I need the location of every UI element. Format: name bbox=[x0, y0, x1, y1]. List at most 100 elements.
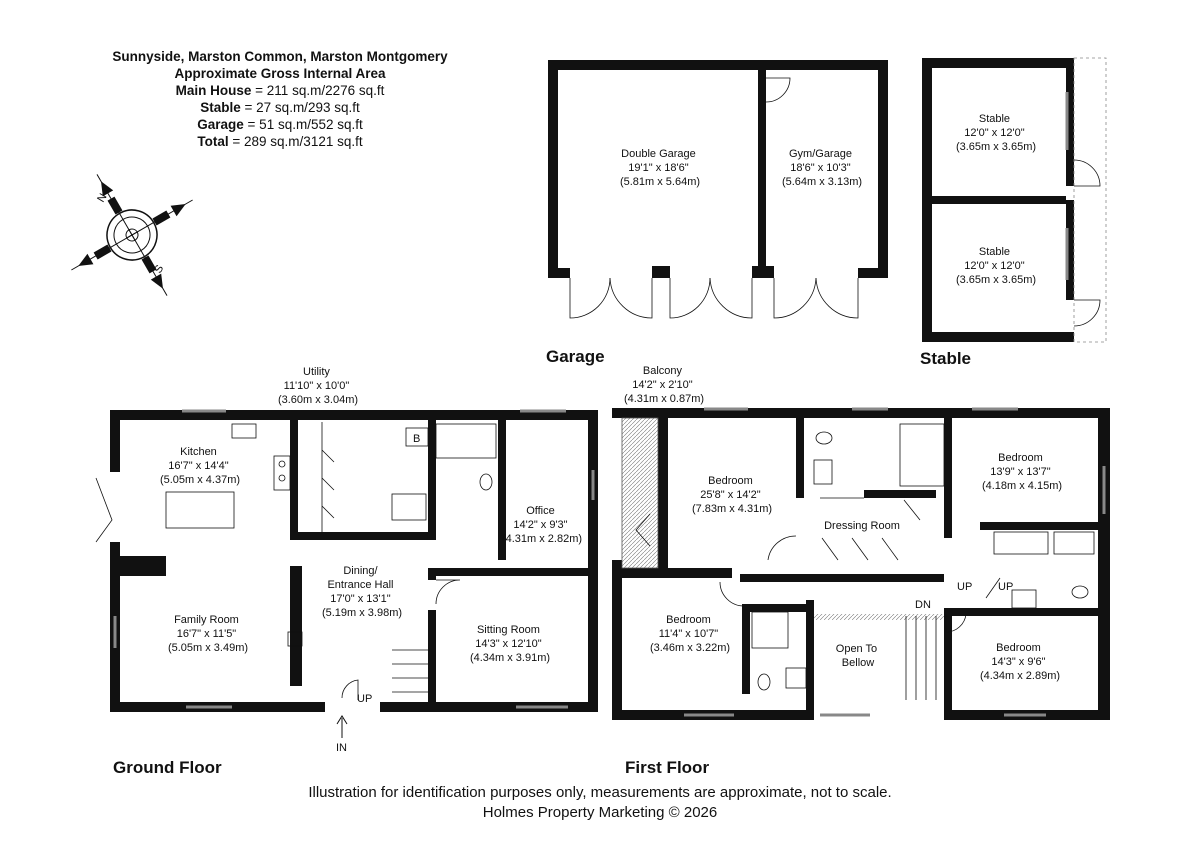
room-dimensions-imperial: 18'6" x 10'3" bbox=[790, 162, 850, 174]
room-dimensions-metric: (7.83m x 4.31m) bbox=[692, 503, 772, 515]
floor-label-first: First Floor bbox=[625, 758, 709, 777]
room-dimensions-metric: (3.65m x 3.65m) bbox=[956, 141, 1036, 153]
room-label-family-room: Family Room 16'7" x 11'5" (5.05m x 3.49m… bbox=[168, 614, 248, 654]
room-name: Sitting Room bbox=[477, 624, 540, 636]
room-name: Stable bbox=[979, 113, 1010, 125]
room-dimensions-metric: (5.05m x 3.49m) bbox=[168, 642, 248, 654]
room-dimensions-imperial: 14'3" x 9'6" bbox=[991, 656, 1045, 668]
room-label-bedroom-4: Bedroom 14'3" x 9'6" (4.34m x 2.89m) bbox=[980, 642, 1060, 682]
room-label-dressing-room: Dressing Room bbox=[824, 520, 900, 532]
room-name: Utility bbox=[303, 366, 330, 378]
area-value: = 289 sq.m/3121 sq.ft bbox=[232, 134, 363, 149]
room-dimensions-imperial: 25'8" x 14'2" bbox=[700, 489, 760, 501]
area-value: = 27 sq.m/293 sq.ft bbox=[244, 100, 360, 115]
room-dimensions-metric: (4.31m x 2.82m) bbox=[502, 533, 582, 545]
garage-doors bbox=[569, 77, 859, 319]
room-dimensions-metric: (5.81m x 5.64m) bbox=[620, 176, 700, 188]
room-label-dining-entrance-hall: Dining/ Entrance Hall 17'0" x 13'1" (5.1… bbox=[322, 565, 402, 619]
room-name: Balcony bbox=[643, 365, 683, 377]
compass-rose-icon bbox=[71, 174, 193, 296]
property-address: Sunnyside, Marston Common, Marston Montg… bbox=[112, 49, 448, 64]
room-dimensions-imperial: 14'2" x 9'3" bbox=[513, 519, 567, 531]
area-stable: Stable = 27 sq.m/293 sq.ft bbox=[80, 99, 480, 116]
stairs-up-ground: UP bbox=[357, 693, 372, 705]
room-label-gym-garage: Gym/Garage 18'6" x 10'3" (5.64m x 3.13m) bbox=[782, 148, 862, 188]
room-label-sitting-room: Sitting Room 14'3" x 12'10" (4.34m x 3.9… bbox=[470, 624, 550, 664]
room-dimensions-imperial: 11'4" x 10'7" bbox=[659, 628, 719, 640]
stairs-up-first-right: UP bbox=[998, 581, 1013, 593]
area-value: = 51 sq.m/552 sq.ft bbox=[247, 117, 363, 132]
area-garage: Garage = 51 sq.m/552 sq.ft bbox=[80, 116, 480, 133]
area-label: Main House bbox=[175, 83, 252, 98]
floor-label-garage: Garage bbox=[546, 347, 605, 366]
room-name: Open To bbox=[836, 643, 877, 655]
area-main-house: Main House = 211 sq.m/2276 sq.ft bbox=[80, 82, 480, 99]
room-name: Bedroom bbox=[996, 642, 1041, 654]
disclaimer-text: Illustration for identification purposes… bbox=[308, 784, 892, 801]
room-name-line-2: Entrance Hall bbox=[327, 579, 393, 591]
room-label-balcony: Balcony 14'2" x 2'10" (4.31m x 0.87m) bbox=[624, 365, 704, 405]
entrance-arrow-icon bbox=[336, 715, 348, 738]
gia-title: Approximate Gross Internal Area bbox=[174, 66, 386, 81]
room-dimensions-metric: (4.34m x 2.89m) bbox=[980, 670, 1060, 682]
boiler-marker: B bbox=[413, 433, 420, 445]
floor-label-stable: Stable bbox=[920, 349, 971, 368]
area-summary: Sunnyside, Marston Common, Marston Montg… bbox=[80, 48, 480, 150]
room-label-bedroom-3: Bedroom 11'4" x 10'7" (3.46m x 3.22m) bbox=[650, 614, 730, 654]
room-dimensions-metric: (5.19m x 3.98m) bbox=[322, 607, 402, 619]
room-dimensions-imperial: 16'7" x 11'5" bbox=[177, 628, 237, 640]
room-name: Double Garage bbox=[621, 148, 696, 160]
area-label: Stable bbox=[200, 100, 241, 115]
ground-floor-fixtures bbox=[95, 422, 497, 700]
room-dimensions-metric: (5.05m x 4.37m) bbox=[160, 474, 240, 486]
room-label-double-garage: Double Garage 19'1" x 18'6" (5.81m x 5.6… bbox=[620, 148, 700, 188]
room-name: Stable bbox=[979, 246, 1010, 258]
room-label-stable-1: Stable 12'0" x 12'0" (3.65m x 3.65m) bbox=[956, 113, 1036, 153]
area-value: = 211 sq.m/2276 sq.ft bbox=[255, 83, 385, 98]
entrance-marker: IN bbox=[336, 742, 347, 754]
first-floor-windows bbox=[684, 407, 1106, 717]
area-label: Total bbox=[197, 134, 229, 149]
room-name: Dining/ bbox=[343, 565, 378, 577]
room-name: Bedroom bbox=[708, 475, 753, 487]
room-dimensions-imperial: 13'9" x 13'7" bbox=[990, 466, 1050, 478]
room-dimensions-imperial: 16'7" x 14'4" bbox=[168, 460, 228, 472]
room-dimensions-metric: (3.46m x 3.22m) bbox=[650, 642, 730, 654]
stairwell-area bbox=[814, 614, 944, 620]
area-label: Garage bbox=[197, 117, 244, 132]
room-dimensions-metric: (3.60m x 3.04m) bbox=[278, 394, 358, 406]
room-label-bedroom-1: Bedroom 25'8" x 14'2" (7.83m x 4.31m) bbox=[692, 475, 772, 515]
room-name: Family Room bbox=[174, 614, 239, 626]
room-dimensions-imperial: 12'0" x 12'0" bbox=[964, 127, 1024, 139]
room-dimensions-metric: (4.18m x 4.15m) bbox=[982, 480, 1062, 492]
room-dimensions-imperial: 19'1" x 18'6" bbox=[628, 162, 688, 174]
room-name: Bedroom bbox=[666, 614, 711, 626]
ground-floor-windows bbox=[113, 409, 595, 709]
room-name: Office bbox=[526, 505, 555, 517]
room-dimensions-imperial: 11'10" x 10'0" bbox=[284, 380, 350, 392]
stairs-down-first: DN bbox=[915, 599, 931, 611]
room-dimensions-metric: (4.34m x 3.91m) bbox=[470, 652, 550, 664]
area-total: Total = 289 sq.m/3121 sq.ft bbox=[80, 133, 480, 150]
room-name-line-2: Bellow bbox=[842, 657, 874, 669]
room-name: Kitchen bbox=[180, 446, 217, 458]
first-floor-fixtures bbox=[635, 423, 1095, 700]
room-name: Gym/Garage bbox=[789, 148, 852, 160]
room-label-utility: Utility 11'10" x 10'0" (3.60m x 3.04m) bbox=[278, 366, 358, 406]
room-dimensions-imperial: 14'3" x 12'10" bbox=[475, 638, 542, 650]
stable-doors bbox=[1065, 57, 1107, 343]
garage-plan bbox=[548, 60, 888, 278]
room-label-open-to-below: Open To Bellow bbox=[836, 643, 880, 669]
room-label-office: Office 14'2" x 9'3" (4.31m x 2.82m) bbox=[502, 505, 582, 545]
room-label-bedroom-2: Bedroom 13'9" x 13'7" (4.18m x 4.15m) bbox=[982, 452, 1062, 492]
copyright-text: Holmes Property Marketing © 2026 bbox=[482, 804, 718, 821]
balcony-area bbox=[621, 417, 659, 569]
stairs-up-first-left: UP bbox=[957, 581, 972, 593]
room-label-stable-2: Stable 12'0" x 12'0" (3.65m x 3.65m) bbox=[956, 246, 1036, 286]
room-name: Bedroom bbox=[998, 452, 1043, 464]
room-name: Dressing Room bbox=[824, 520, 900, 532]
stable-plan bbox=[922, 58, 1074, 342]
room-dimensions-imperial: 14'2" x 2'10" bbox=[632, 379, 692, 391]
room-dimensions-imperial: 12'0" x 12'0" bbox=[964, 260, 1024, 272]
